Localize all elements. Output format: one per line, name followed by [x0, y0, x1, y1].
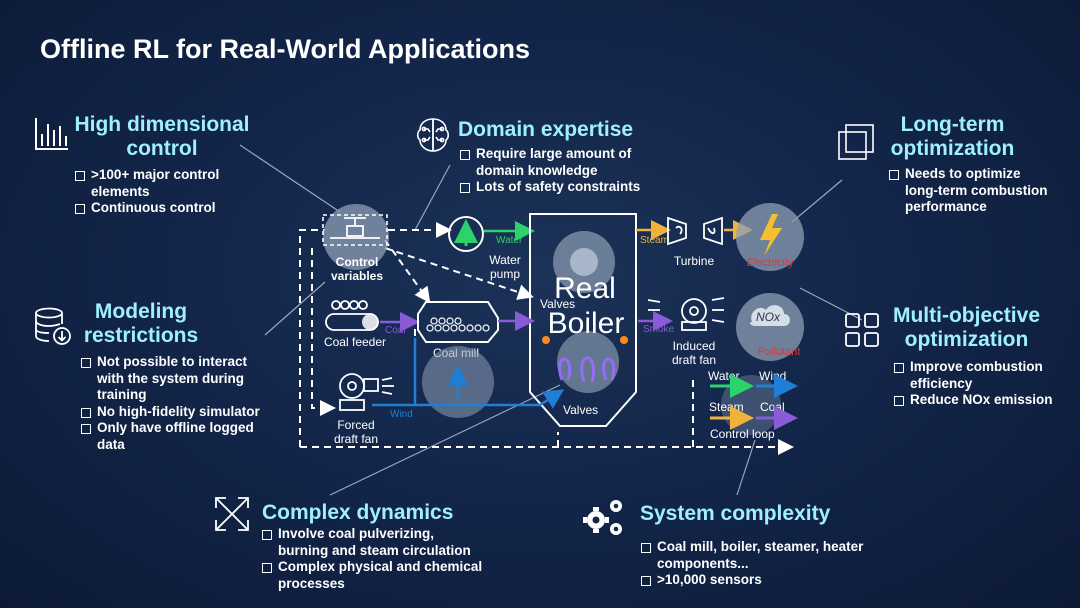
control-variables-circle	[323, 204, 389, 270]
expand-arrows-icon	[215, 497, 249, 531]
nox-label: NOx	[756, 310, 781, 324]
connector-complex	[329, 384, 561, 496]
pollutant-circle	[736, 293, 804, 361]
control-variables-label-2: variables	[331, 269, 383, 283]
boiler-bottom-circle	[557, 331, 619, 393]
legend-coal-label: Coal	[760, 400, 785, 414]
valve-icon	[330, 217, 380, 239]
brain-circuit-icon	[416, 118, 450, 152]
connector-domain	[414, 164, 451, 231]
database-icon	[35, 307, 71, 345]
boiler-shape	[529, 213, 637, 427]
wind-flow-label: Wind	[390, 409, 413, 420]
steam-flow-label: Steam	[640, 235, 669, 246]
grid-icon	[845, 313, 879, 347]
burner-flames	[558, 356, 616, 383]
coal-flow-label: Coal	[385, 325, 406, 336]
water-pump-label-2: pump	[490, 267, 520, 281]
page-title: Offline RL for Real-World Applications	[40, 34, 531, 64]
control-variables-label-1: Control	[336, 255, 379, 269]
control-loop-lines	[299, 222, 794, 455]
wind-flow	[372, 389, 565, 409]
boiler-boiler-label: Boiler	[548, 307, 625, 340]
boiler-real-label: Real	[554, 272, 616, 305]
electricity-label: Electricity	[746, 257, 794, 269]
induced-fan-icon	[647, 297, 725, 331]
forced-fan-label-1: Forced	[337, 418, 374, 432]
complex-bullets: Involve coal pulverizing,burning and ste…	[262, 526, 502, 592]
flame-left	[542, 336, 550, 344]
pollutant-label: Pollutant	[758, 346, 801, 358]
cloud-icon	[749, 305, 790, 326]
turbine-icon	[667, 216, 723, 246]
legend-water-label: Water	[708, 369, 740, 383]
induced-fan-label-1: Induced	[673, 339, 716, 353]
flame-right	[620, 336, 628, 344]
complex-heading: Complex dynamics	[262, 501, 454, 524]
forced-fan-icon	[339, 373, 394, 411]
water-pump-icon	[448, 216, 484, 252]
legend-wind-label: Wind	[759, 369, 786, 383]
system-heading: System complexity	[640, 502, 831, 525]
valves-top-label: Valves	[540, 297, 575, 311]
connector-high-dim	[239, 144, 341, 213]
lightning-icon	[760, 214, 782, 256]
coal-feeder-icon	[325, 300, 379, 331]
smoke-flow-label: Smoke	[643, 324, 675, 335]
layers-icon	[838, 124, 874, 160]
connector-modeling	[264, 281, 326, 336]
gears-icon	[583, 500, 622, 535]
water-flow-label: Water	[496, 235, 523, 246]
legend-control-loop-label: Control loop	[710, 427, 775, 441]
legend-steam-label: Steam	[709, 400, 744, 414]
legend: Water Wind Steam Coal Control loop	[708, 369, 798, 441]
water-pump-label-1: Water	[489, 253, 521, 267]
valves-bottom-label: Valves	[563, 403, 598, 417]
induced-fan-label-2: draft fan	[672, 353, 716, 367]
connector-system	[736, 439, 756, 496]
coal-mill-icon	[417, 301, 499, 343]
turbine-label: Turbine	[674, 254, 715, 268]
coal-feeder-label: Coal feeder	[324, 335, 386, 349]
forced-fan-label-2: draft fan	[334, 432, 378, 446]
domain-heading: Domain expertise	[458, 118, 634, 141]
bar-chart-icon	[35, 118, 68, 150]
connector-long-term	[791, 179, 843, 223]
